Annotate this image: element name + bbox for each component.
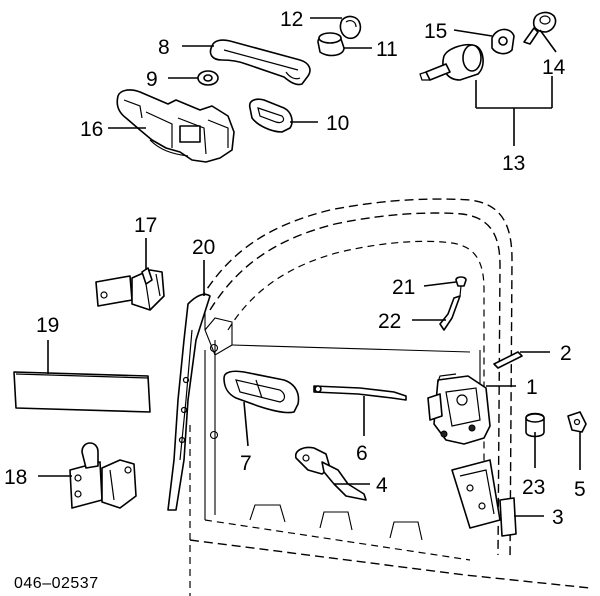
part-12-cap — [339, 15, 362, 40]
callout-18: 18 — [4, 466, 27, 489]
part-17-upper-hinge — [95, 267, 165, 311]
callout-19: 19 — [36, 314, 59, 337]
callout-5: 5 — [574, 478, 586, 501]
callout-9: 9 — [146, 68, 158, 91]
callout-8: 8 — [158, 36, 170, 59]
part-20-channel-seal — [167, 293, 211, 511]
callout-10: 10 — [326, 112, 349, 135]
callout-17: 17 — [134, 214, 157, 237]
part-9-washer — [197, 70, 219, 86]
part-14-key — [523, 11, 557, 45]
leader-15 — [453, 29, 493, 37]
callout-1: 1 — [526, 376, 538, 399]
part-21-clip — [455, 276, 467, 297]
part-2-clip — [493, 351, 523, 369]
leader-lines — [38, 17, 581, 517]
leader-21 — [423, 281, 457, 287]
callout-13: 13 — [502, 152, 525, 175]
part-22-rod-clip — [439, 295, 461, 331]
callout-22: 22 — [378, 310, 401, 333]
part-15-retainer — [491, 28, 515, 55]
callout-2: 2 — [560, 342, 572, 365]
callout-16: 16 — [80, 118, 103, 141]
part-4-lock-control — [294, 446, 367, 501]
part-16-handle-assembly — [116, 89, 235, 163]
part-3-striker — [451, 459, 517, 537]
callout-15: 15 — [424, 20, 447, 43]
callout-21: 21 — [392, 276, 415, 299]
leader-14 — [539, 29, 557, 53]
part-5-bracket — [567, 411, 587, 433]
callout-11: 11 — [376, 38, 398, 61]
part-7-inside-handle — [223, 370, 300, 414]
part-10-bezel — [248, 98, 293, 133]
callout-6: 6 — [356, 442, 368, 465]
part-1-latch — [427, 373, 491, 445]
part-23-roller — [525, 412, 545, 438]
part-19-weatherstrip — [13, 371, 151, 413]
part-8-outside-handle — [209, 39, 311, 86]
door-frame — [189, 198, 591, 596]
callout-12: 12 — [280, 8, 303, 31]
callout-20: 20 — [192, 236, 215, 259]
reference-number: 046–02537 — [14, 575, 99, 592]
part-13-lock-cylinder — [419, 43, 484, 81]
part-6-rod — [313, 385, 407, 401]
part-11-grommet — [317, 32, 345, 57]
leader-7 — [243, 401, 249, 447]
callout-23: 23 — [522, 476, 545, 499]
callout-14: 14 — [542, 56, 566, 79]
callout-3: 3 — [552, 506, 564, 529]
callout-4: 4 — [376, 474, 388, 497]
callout-labels: 8 9 10 11 12 13 14 15 16 17 18 19 20 21 … — [4, 8, 586, 529]
callout-7: 7 — [240, 452, 252, 475]
part-18-lower-hinge — [69, 442, 137, 509]
